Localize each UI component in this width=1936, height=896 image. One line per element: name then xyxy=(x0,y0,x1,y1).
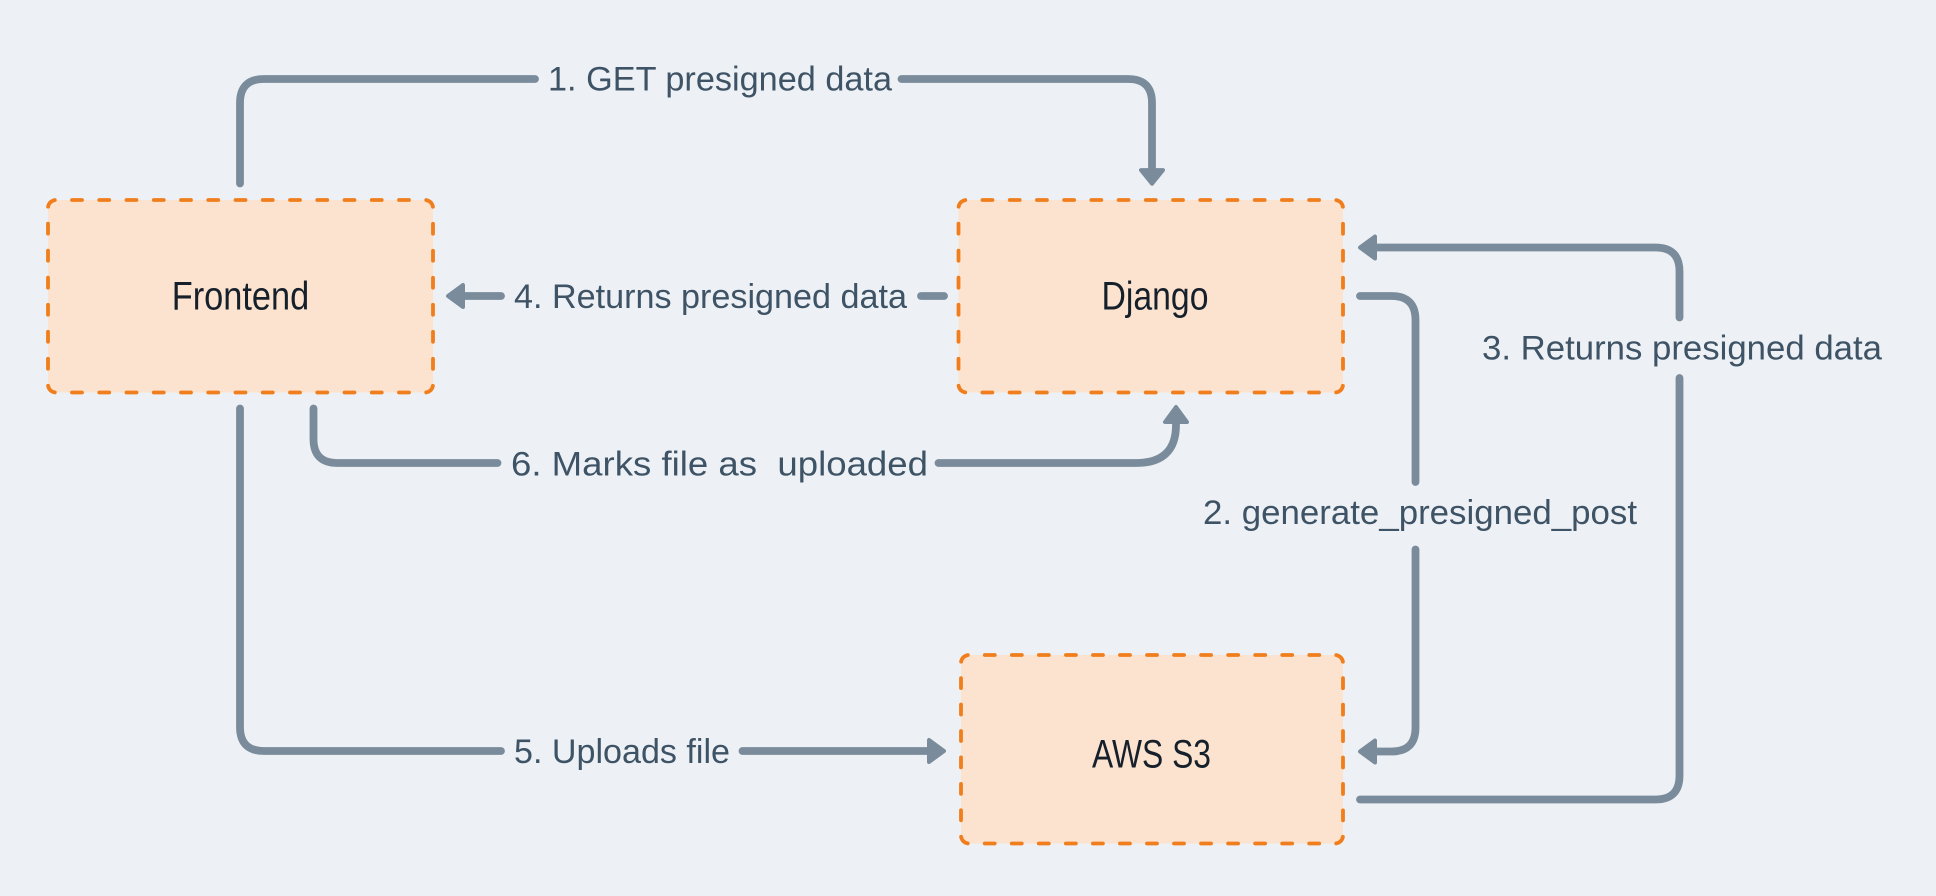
svg-text:Django: Django xyxy=(1102,275,1209,319)
svg-text:6. Marks file as uploaded: 6. Marks file as uploaded xyxy=(511,445,928,483)
svg-text:Frontend: Frontend xyxy=(172,275,310,319)
svg-text:4. Returns presigned data: 4. Returns presigned data xyxy=(514,278,908,316)
svg-text:5. Uploads file: 5. Uploads file xyxy=(514,733,730,771)
svg-text:2. generate_presigned_post: 2. generate_presigned_post xyxy=(1203,494,1637,532)
svg-text:3. Returns presigned data: 3. Returns presigned data xyxy=(1482,329,1883,367)
svg-text:AWS S3: AWS S3 xyxy=(1092,733,1211,777)
svg-text:1. GET presigned data: 1. GET presigned data xyxy=(548,60,893,98)
